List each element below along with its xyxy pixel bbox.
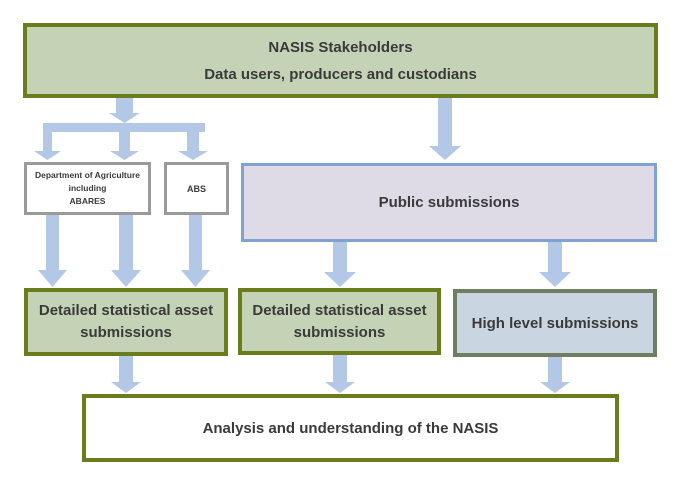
abs-box: ABS	[164, 162, 229, 215]
public-submissions-box: Public submissions	[241, 163, 657, 242]
high-level-label: High level submissions	[471, 314, 639, 332]
detailed-submissions-middle-box: Detailed statistical asset submissions	[238, 288, 441, 355]
dept-agriculture-line3: ABARES	[69, 196, 106, 206]
high-level-submissions-box: High level submissions	[453, 289, 657, 357]
stakeholders-title: NASIS Stakeholders	[268, 38, 413, 56]
arrow-split-to-dept-right	[110, 132, 139, 160]
arrow-abs-to-detailed	[181, 214, 210, 287]
public-submissions-label: Public submissions	[378, 194, 520, 211]
arrow-split-bar	[43, 123, 205, 132]
abs-label: ABS	[186, 183, 206, 194]
detailed-middle-line2: submissions	[293, 323, 386, 341]
arrow-dept-to-detailed-1	[38, 214, 67, 287]
dept-agriculture-line2: including	[68, 183, 107, 193]
detailed-middle-line1: Detailed statistical asset	[252, 301, 427, 319]
stakeholders-box: NASIS Stakeholders Data users, producers…	[23, 23, 658, 98]
dept-agriculture-box: Department of Agriculture including ABAR…	[24, 162, 151, 215]
arrow-public-to-detailed	[324, 241, 356, 287]
arrow-split-to-dept-left	[34, 132, 61, 160]
arrow-split-to-abs	[178, 132, 208, 160]
analysis-box: Analysis and understanding of the NASIS	[82, 394, 619, 462]
stakeholders-subtitle: Data users, producers and custodians	[204, 65, 477, 83]
dept-agriculture-line1: Department of Agriculture	[34, 170, 140, 180]
arrow-detailed-middle-to-analysis	[325, 355, 355, 393]
arrow-detailed-left-to-analysis	[111, 355, 141, 393]
detailed-left-line1: Detailed statistical asset	[38, 302, 214, 319]
detailed-left-line2: submissions	[80, 324, 172, 341]
arrow-stakeholders-to-public	[429, 97, 461, 160]
arrow-public-to-high-level	[539, 241, 571, 287]
arrow-dept-to-detailed-2	[111, 214, 141, 287]
detailed-submissions-left-box: Detailed statistical asset submissions	[24, 288, 228, 356]
arrow-stakeholders-to-split	[109, 97, 140, 123]
arrow-high-level-to-analysis	[540, 356, 570, 393]
analysis-label: Analysis and understanding of the NASIS	[202, 419, 499, 437]
